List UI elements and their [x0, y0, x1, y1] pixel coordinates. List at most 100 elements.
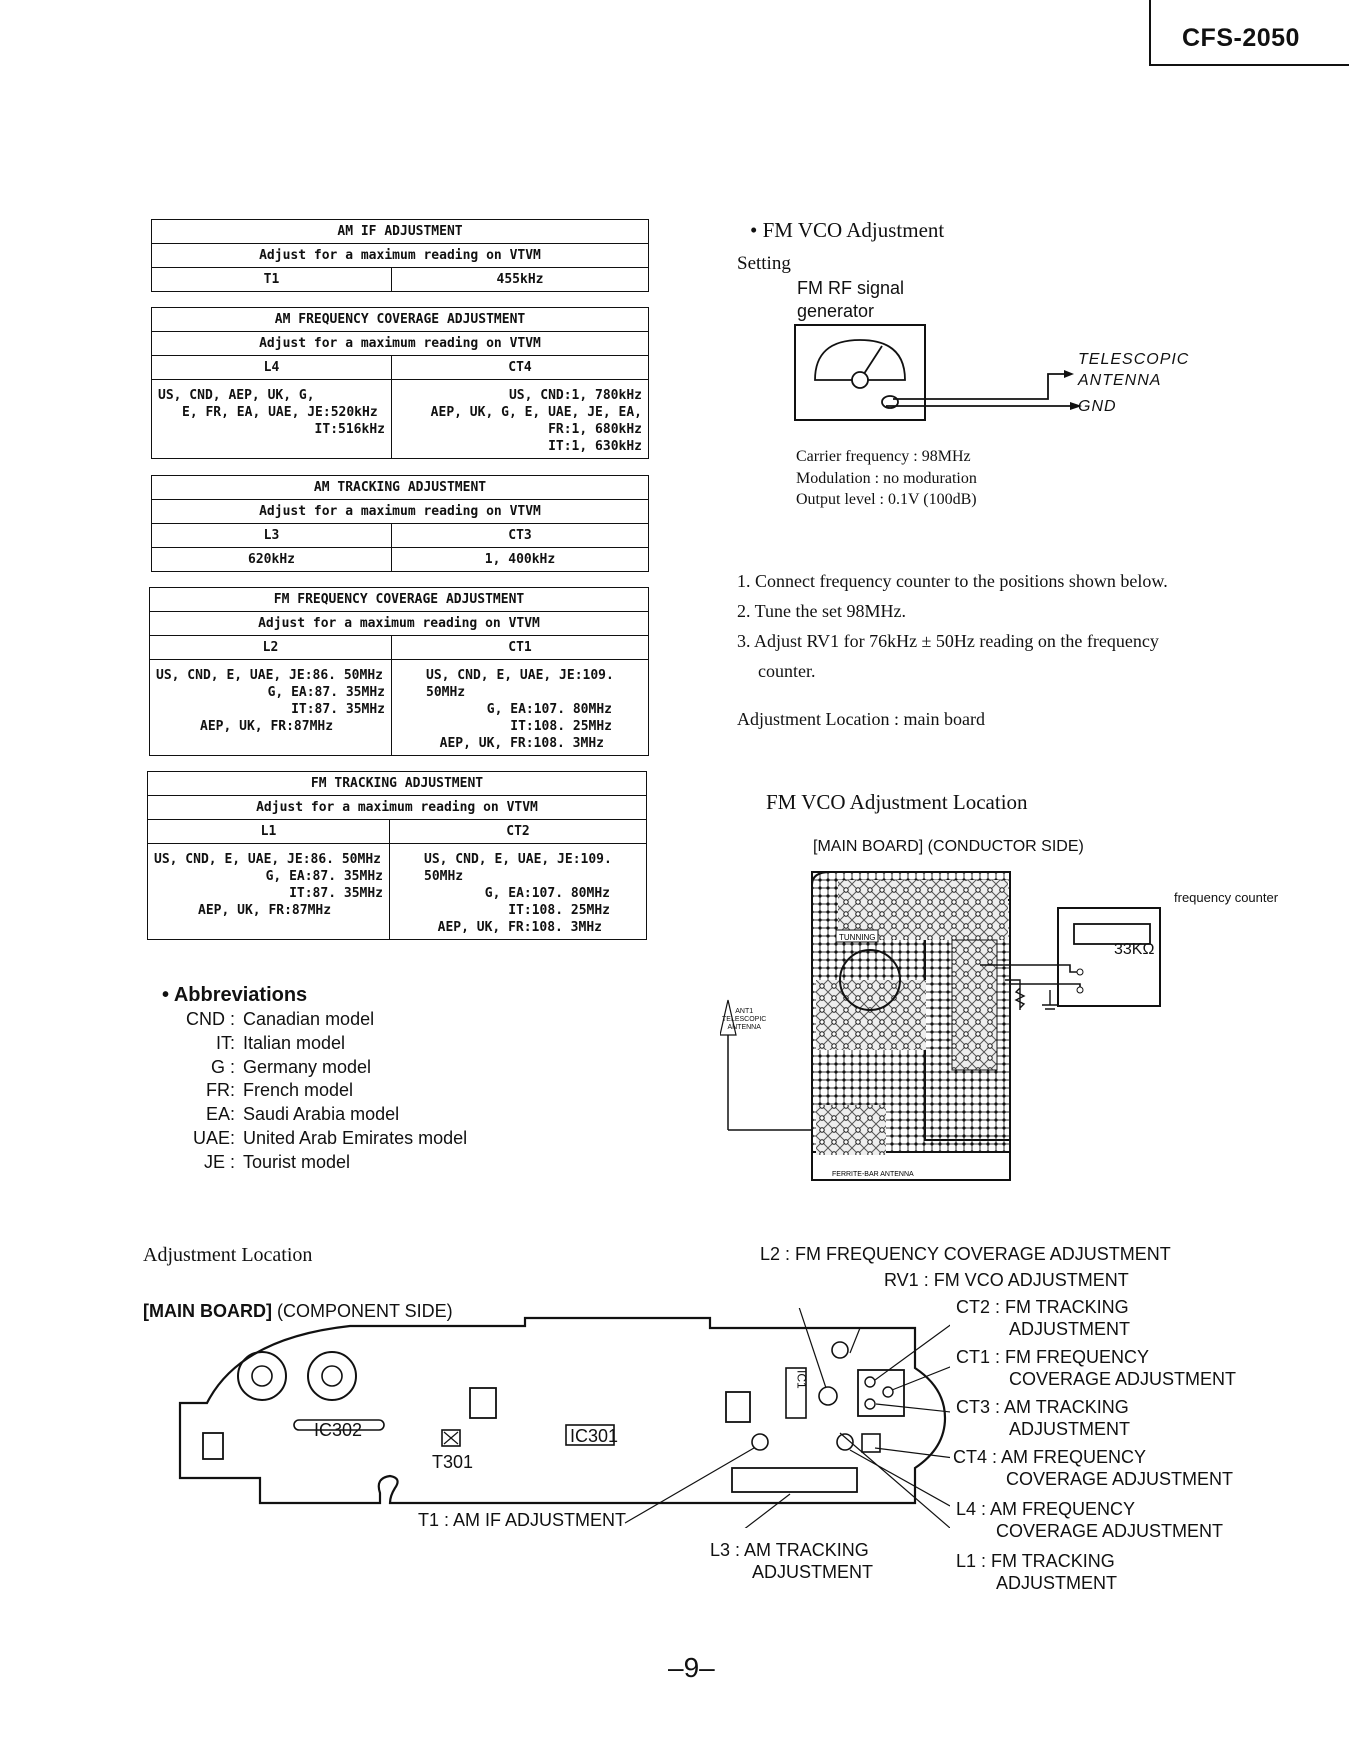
label-ct1: CT1 : FM FREQUENCY COVERAGE ADJUSTMENT	[956, 1347, 1236, 1390]
abbreviation-item: G : Germany model	[160, 1056, 467, 1080]
label-line: ADJUSTMENT	[1009, 1418, 1130, 1439]
abbreviation-key: UAE:	[192, 1127, 235, 1148]
counter-wire-top	[980, 964, 1080, 973]
label-line: CT4 : AM FREQUENCY	[953, 1447, 1147, 1467]
table-head-right: CT3	[391, 523, 649, 548]
table-cell-right: 455kHz	[391, 267, 649, 292]
tuning-text: TUNNING	[839, 933, 875, 942]
cell-line: IT:1, 630kHz	[548, 439, 642, 454]
antenna-label-line: TELESCOPIC	[1078, 351, 1190, 368]
label-line: ADJUSTMENT	[752, 1561, 873, 1582]
gnd-arrow	[1070, 402, 1082, 410]
signal-generator-diagram	[794, 324, 1082, 421]
ct2	[864, 1376, 876, 1388]
leader-ct1	[891, 1366, 950, 1391]
abbreviation-item: CND :Canadian model	[160, 1008, 467, 1032]
label-line: ADJUSTMENT	[1009, 1318, 1130, 1339]
label-line: L4 : AM FREQUENCY	[956, 1499, 1136, 1519]
component-box-left	[202, 1432, 224, 1460]
knob-2-outer	[307, 1351, 357, 1401]
label-t1: T1 : AM IF ADJUSTMENT	[418, 1510, 627, 1530]
tuning-label-box	[835, 929, 879, 943]
label-ct3: CT3 : AM TRACKING ADJUSTMENT	[956, 1397, 1130, 1440]
table-cell-left: US, CND, E, UAE, JE:86. 50MHz G, EA:87. …	[147, 843, 390, 940]
header-rule-vertical	[1149, 0, 1151, 66]
knob-1-inner	[251, 1365, 273, 1387]
label-line: ADJUSTMENT	[996, 1572, 1117, 1593]
meter-pivot	[851, 371, 869, 389]
generator-label-line: FM RF signal	[797, 278, 905, 298]
table-head-right: CT2	[389, 819, 647, 844]
model-number: CFS-2050	[1182, 24, 1300, 52]
abbreviation-value: Saudi Arabia model	[243, 1104, 400, 1125]
label-l3: L3 : AM TRACKING ADJUSTMENT	[710, 1540, 873, 1583]
tuning-capacitor	[839, 949, 901, 1011]
leader-rv1	[849, 1327, 861, 1354]
component-side-board	[178, 1308, 950, 1528]
abbreviation-key: IT:	[215, 1032, 235, 1053]
cell-line: US, CND, AEP, UK, G,	[158, 388, 315, 403]
component-box-right	[725, 1391, 751, 1423]
abbreviation-key: JE :	[203, 1151, 235, 1172]
antenna-small-line: ANT1	[735, 1008, 754, 1015]
abbreviation-item: UAE:United Arab Emirates model	[160, 1127, 467, 1151]
leader-t1	[624, 1447, 755, 1524]
label-line: COVERAGE ADJUSTMENT	[1006, 1468, 1234, 1489]
cell-line: G, EA:87. 35MHz	[265, 869, 383, 884]
ic302-label: IC302	[314, 1420, 363, 1440]
cell-line: US, CND:1, 780kHz	[508, 388, 642, 403]
table-cell-left: US, CND, E, UAE, JE:86. 50MHz G, EA:87. …	[149, 659, 392, 756]
antenna-symbol	[720, 999, 737, 1036]
cell-line: AEP, UK, FR:108. 3MHz	[437, 920, 602, 935]
cell-line: G, EA:87. 35MHz	[267, 685, 385, 700]
table-note: Adjust for a maximum reading on VTVM	[147, 795, 647, 820]
signal-wire	[893, 373, 1064, 400]
resistor-33k	[1005, 979, 1026, 1010]
main-board-bold: [MAIN BOARD]	[143, 1301, 272, 1321]
table-head-left: L4	[151, 355, 392, 380]
table-title: AM IF ADJUSTMENT	[151, 219, 649, 244]
table-note: Adjust for a maximum reading on VTVM	[151, 243, 649, 268]
table-title: AM TRACKING ADJUSTMENT	[151, 475, 649, 500]
table-fm-frequency-coverage: FM FREQUENCY COVERAGE ADJUSTMENT Adjust …	[149, 587, 649, 756]
ic1-outline	[785, 1367, 807, 1419]
abbreviation-key: G :	[210, 1056, 235, 1077]
t301-mark	[443, 1431, 459, 1445]
abbreviation-value: Germany model	[243, 1056, 372, 1077]
leader-l4	[849, 1449, 950, 1507]
leader-l3	[744, 1493, 791, 1528]
table-title: AM FREQUENCY COVERAGE ADJUSTMENT	[151, 307, 649, 332]
cell-line: US, CND, E, UAE, JE:86. 50MHz	[154, 852, 381, 867]
connector	[881, 395, 899, 409]
abbreviation-item: IT: Italian model	[160, 1032, 467, 1056]
frequency-counter-display	[1073, 923, 1151, 945]
ic1-label: IC1	[794, 1370, 809, 1389]
procedure-steps: 1. Connect frequency counter to the posi…	[737, 566, 1277, 686]
cell-line: IT:87. 35MHz	[291, 702, 385, 717]
cell-line: IT:516kHz	[314, 422, 385, 437]
label-l4: L4 : AM FREQUENCY COVERAGE ADJUSTMENT	[956, 1499, 1223, 1542]
page-number: –9–	[668, 1652, 715, 1683]
generator-label: FM RF signal generator	[797, 277, 904, 323]
signal-settings: Carrier frequency : 98MHz Modulation : n…	[796, 446, 977, 511]
leader-ct3	[875, 1403, 950, 1413]
antenna-small-line: TELESCOPIC	[722, 1016, 767, 1023]
table-head-right: CT4	[391, 355, 649, 380]
counter-terminal-bottom	[1076, 986, 1084, 994]
table-cell-right: US, CND, E, UAE, JE:109. 50MHz G, EA:107…	[391, 659, 649, 756]
table-cell-left: T1	[151, 267, 392, 292]
abbreviation-value: Tourist model	[243, 1151, 351, 1172]
table-cell-right: US, CND:1, 780kHz AEP, UK, G, E, UAE, JE…	[391, 379, 649, 459]
t1-coil	[751, 1433, 769, 1451]
table-title: FM FREQUENCY COVERAGE ADJUSTMENT	[149, 587, 649, 612]
antenna-label-line: ANTENNA	[1078, 372, 1162, 389]
table-fm-tracking: FM TRACKING ADJUSTMENT Adjust for a maxi…	[147, 771, 647, 940]
leader-l2	[798, 1308, 827, 1389]
ferrite-bar-text: FERRITE-BAR ANTENNA	[832, 1171, 914, 1178]
abbreviation-key: EA:	[205, 1104, 235, 1125]
component-box-center	[469, 1387, 497, 1419]
copper-area-bottom	[816, 1105, 886, 1155]
table-cell-right: 1, 400kHz	[391, 547, 649, 572]
cell-line: AEP, UK, FR:108. 3MHz	[439, 736, 604, 751]
abbreviation-value: Italian model	[243, 1032, 346, 1053]
